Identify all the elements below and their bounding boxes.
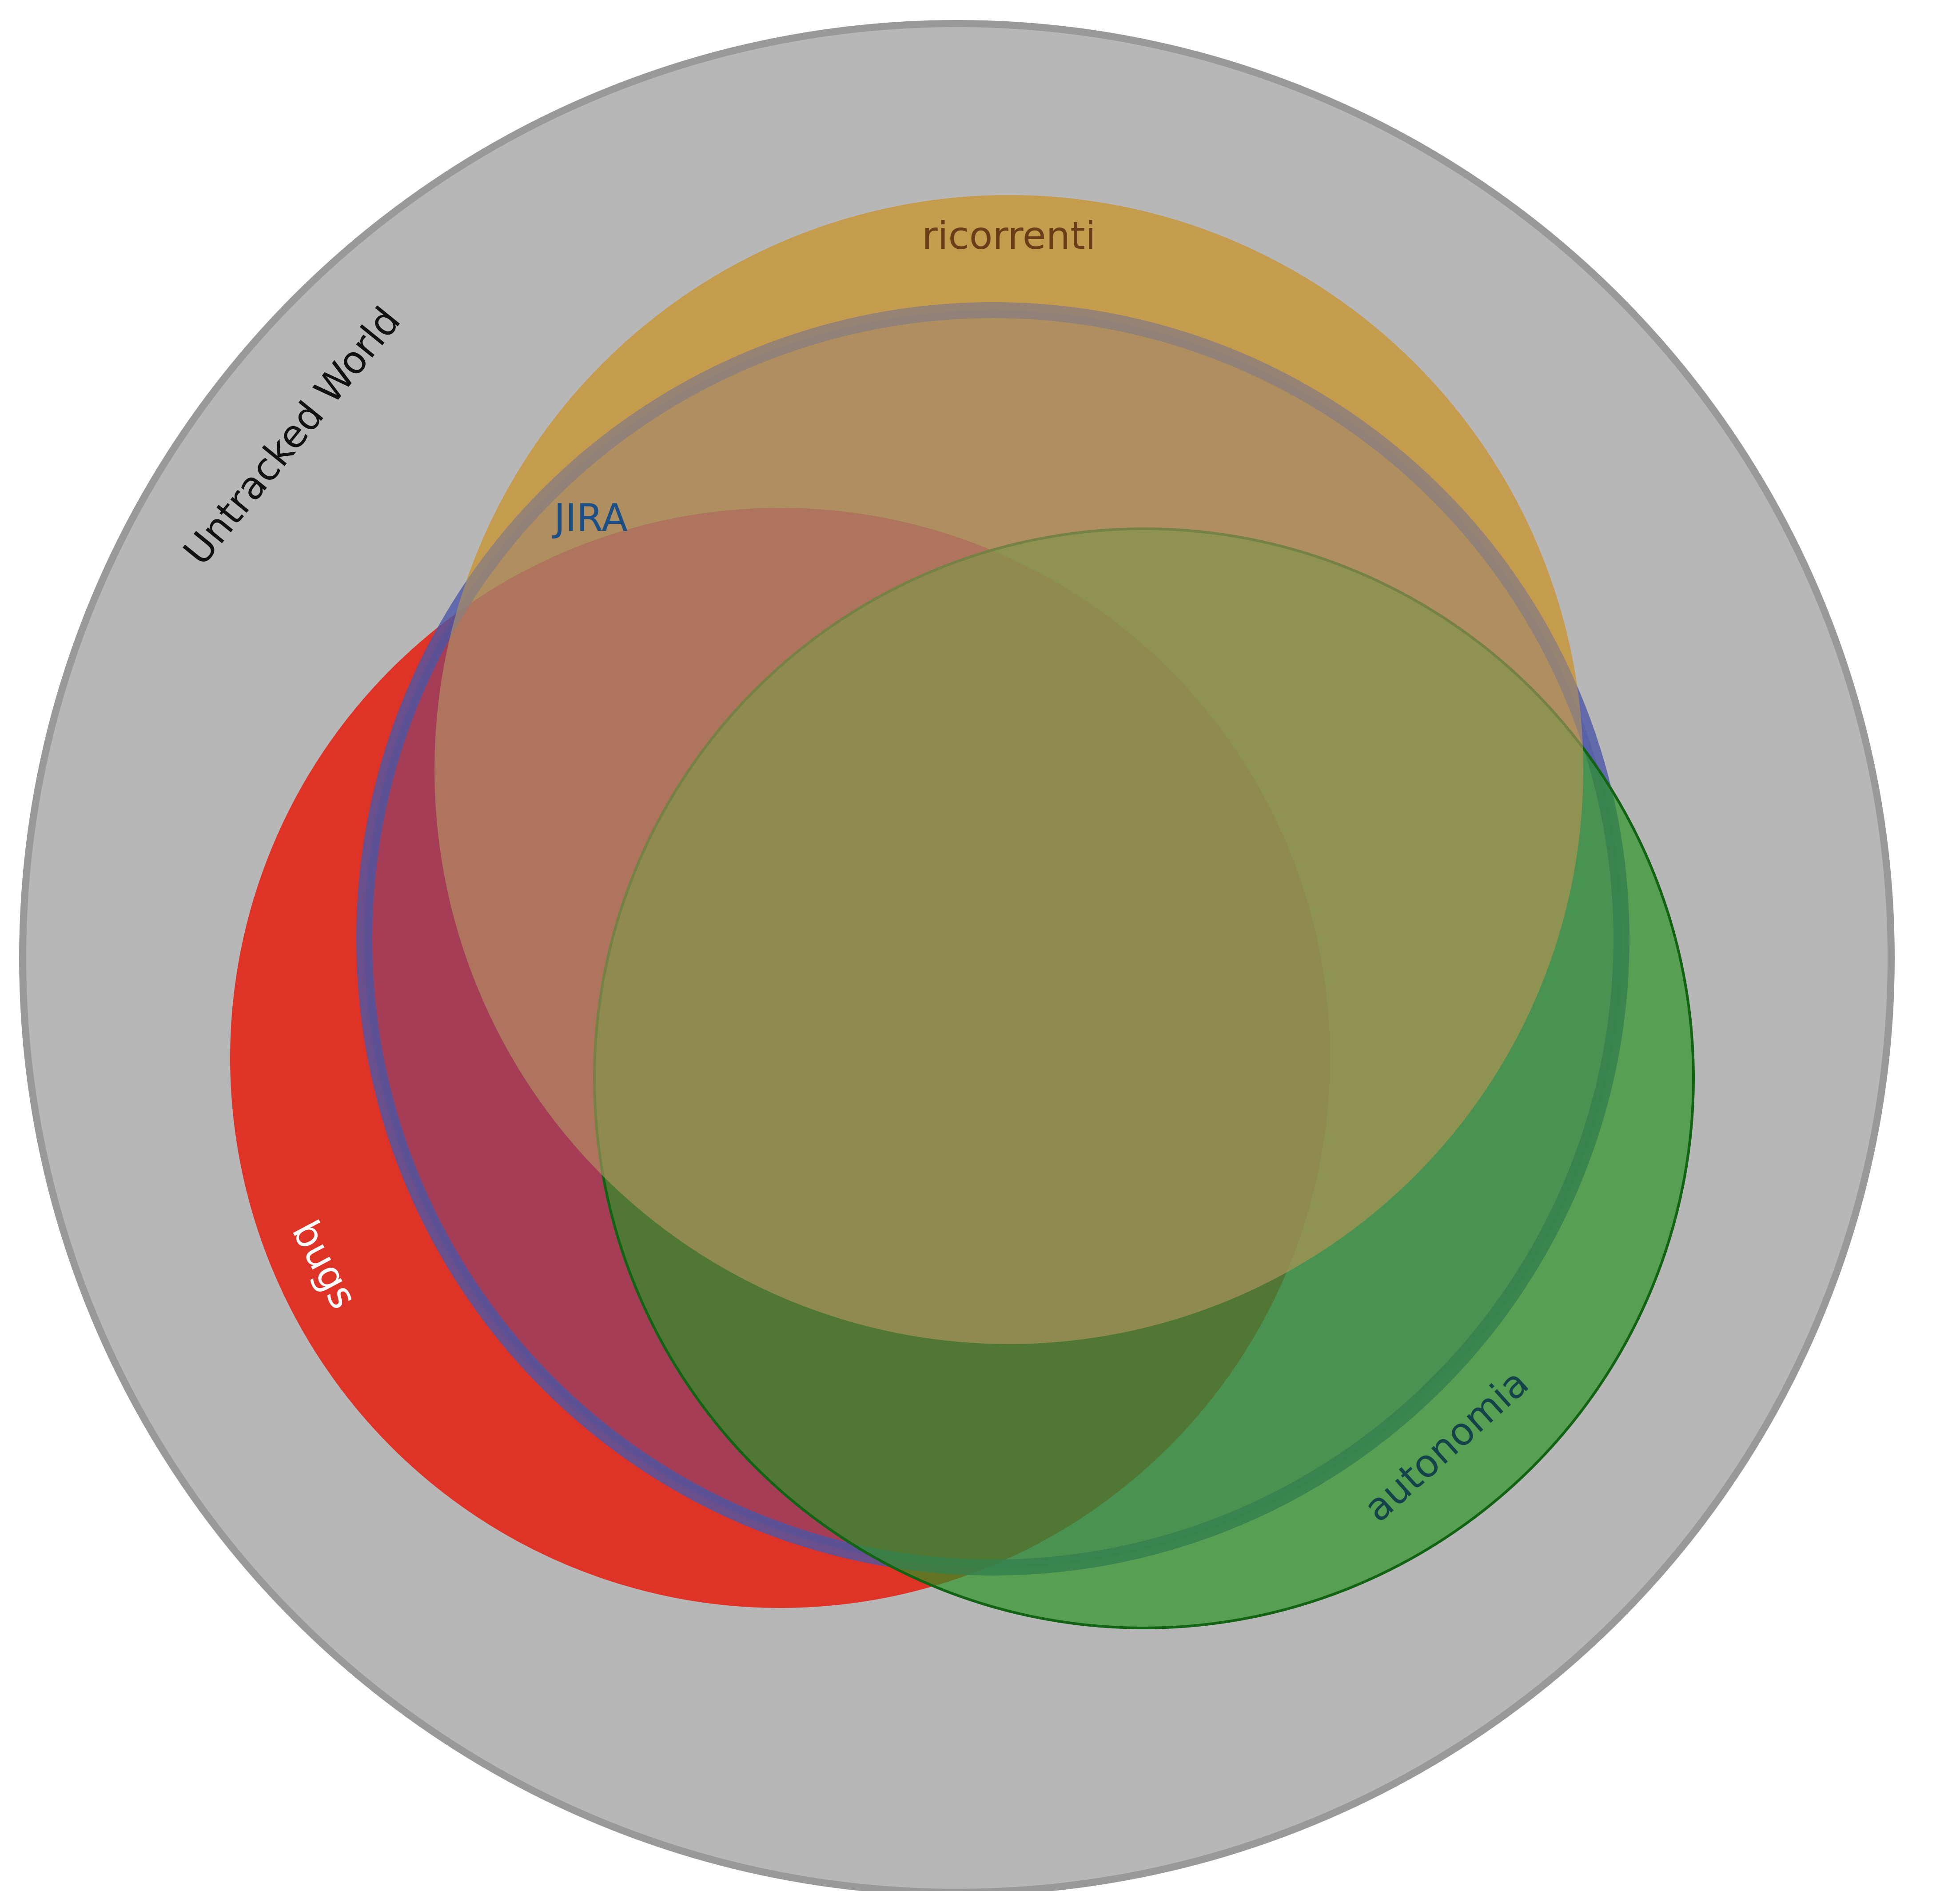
jira-label: JIRA	[552, 496, 628, 540]
ricorrenti-label: ricorrenti	[922, 214, 1096, 258]
ricorrenti-overlay	[434, 195, 1583, 1344]
